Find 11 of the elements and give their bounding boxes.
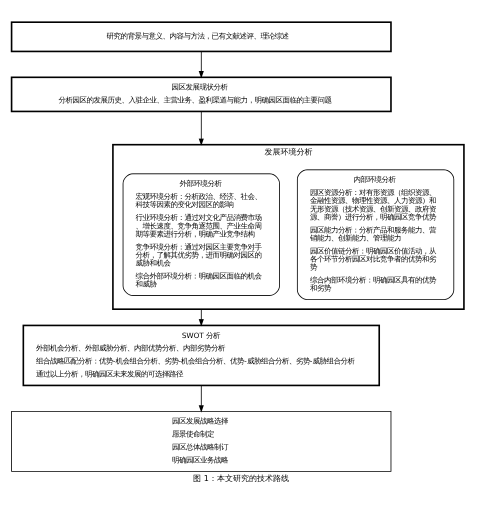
arrow (198, 308, 204, 326)
arrow (198, 51, 204, 78)
node-box: SWOT 分析 外部机会分析、外部威胁分析、内部优势分析、内部劣势分析 组合战略匹配分析：优势-机会组合分析、劣势-机会组合分析、优势-威胁组合分析、劣势-威胁组合分析 通过以上分析，明确园区未来发展的可选择路径 (22, 324, 380, 386)
arrow (198, 385, 204, 413)
node-box: 园区发展现状分析 分析园区的发展历史、入驻企业、主营业务、盈利渠道与能力，明确园区面临的主要问题 (10, 76, 392, 112)
node-box: 外部环境分析 宏观环境分析：分析政治、经济、社会、科技等因素的变化对园区的影响 行业环境分析：通过对文化产品消费市场、增长速度、竞争角逐范围、产业生命周期等要素进行分析，明确产业竞争结构 竞争环境分析：通过对园区主要竞争对手分析，了解其优劣势，进而明确对园区的威胁和机会 综合外部环境分析：明确园区面临的机会和威胁 (122, 173, 280, 296)
node-box: 内部环境分析 园区资源分析：对有形资源（组织资源、金融性资源、物理性资源、人力资源）和无形资源（技术资源、创新资源、政府资源、商誉）进行分析，明确园区竞争优势 园区能力分析：分析产品和服务能力、营销能力、创新能力、管理能力 园区价值链分析：明确园区价值活动，从各个环节分析园区对比竞争者的优势和劣势 综合内部环境分析：明确园区具有的优势和劣势 (296, 169, 454, 300)
caption: 图 1：本文研究的技术路线 (193, 473, 289, 484)
arrow (198, 111, 204, 146)
node-box: 研究的背景与意义、内容与方法，已有文献述评、理论综述 (10, 21, 392, 52)
node-box: 园区发展战略选择 愿景使命制定 园区总体战略制订 明确园区业务战略 (11, 410, 392, 472)
